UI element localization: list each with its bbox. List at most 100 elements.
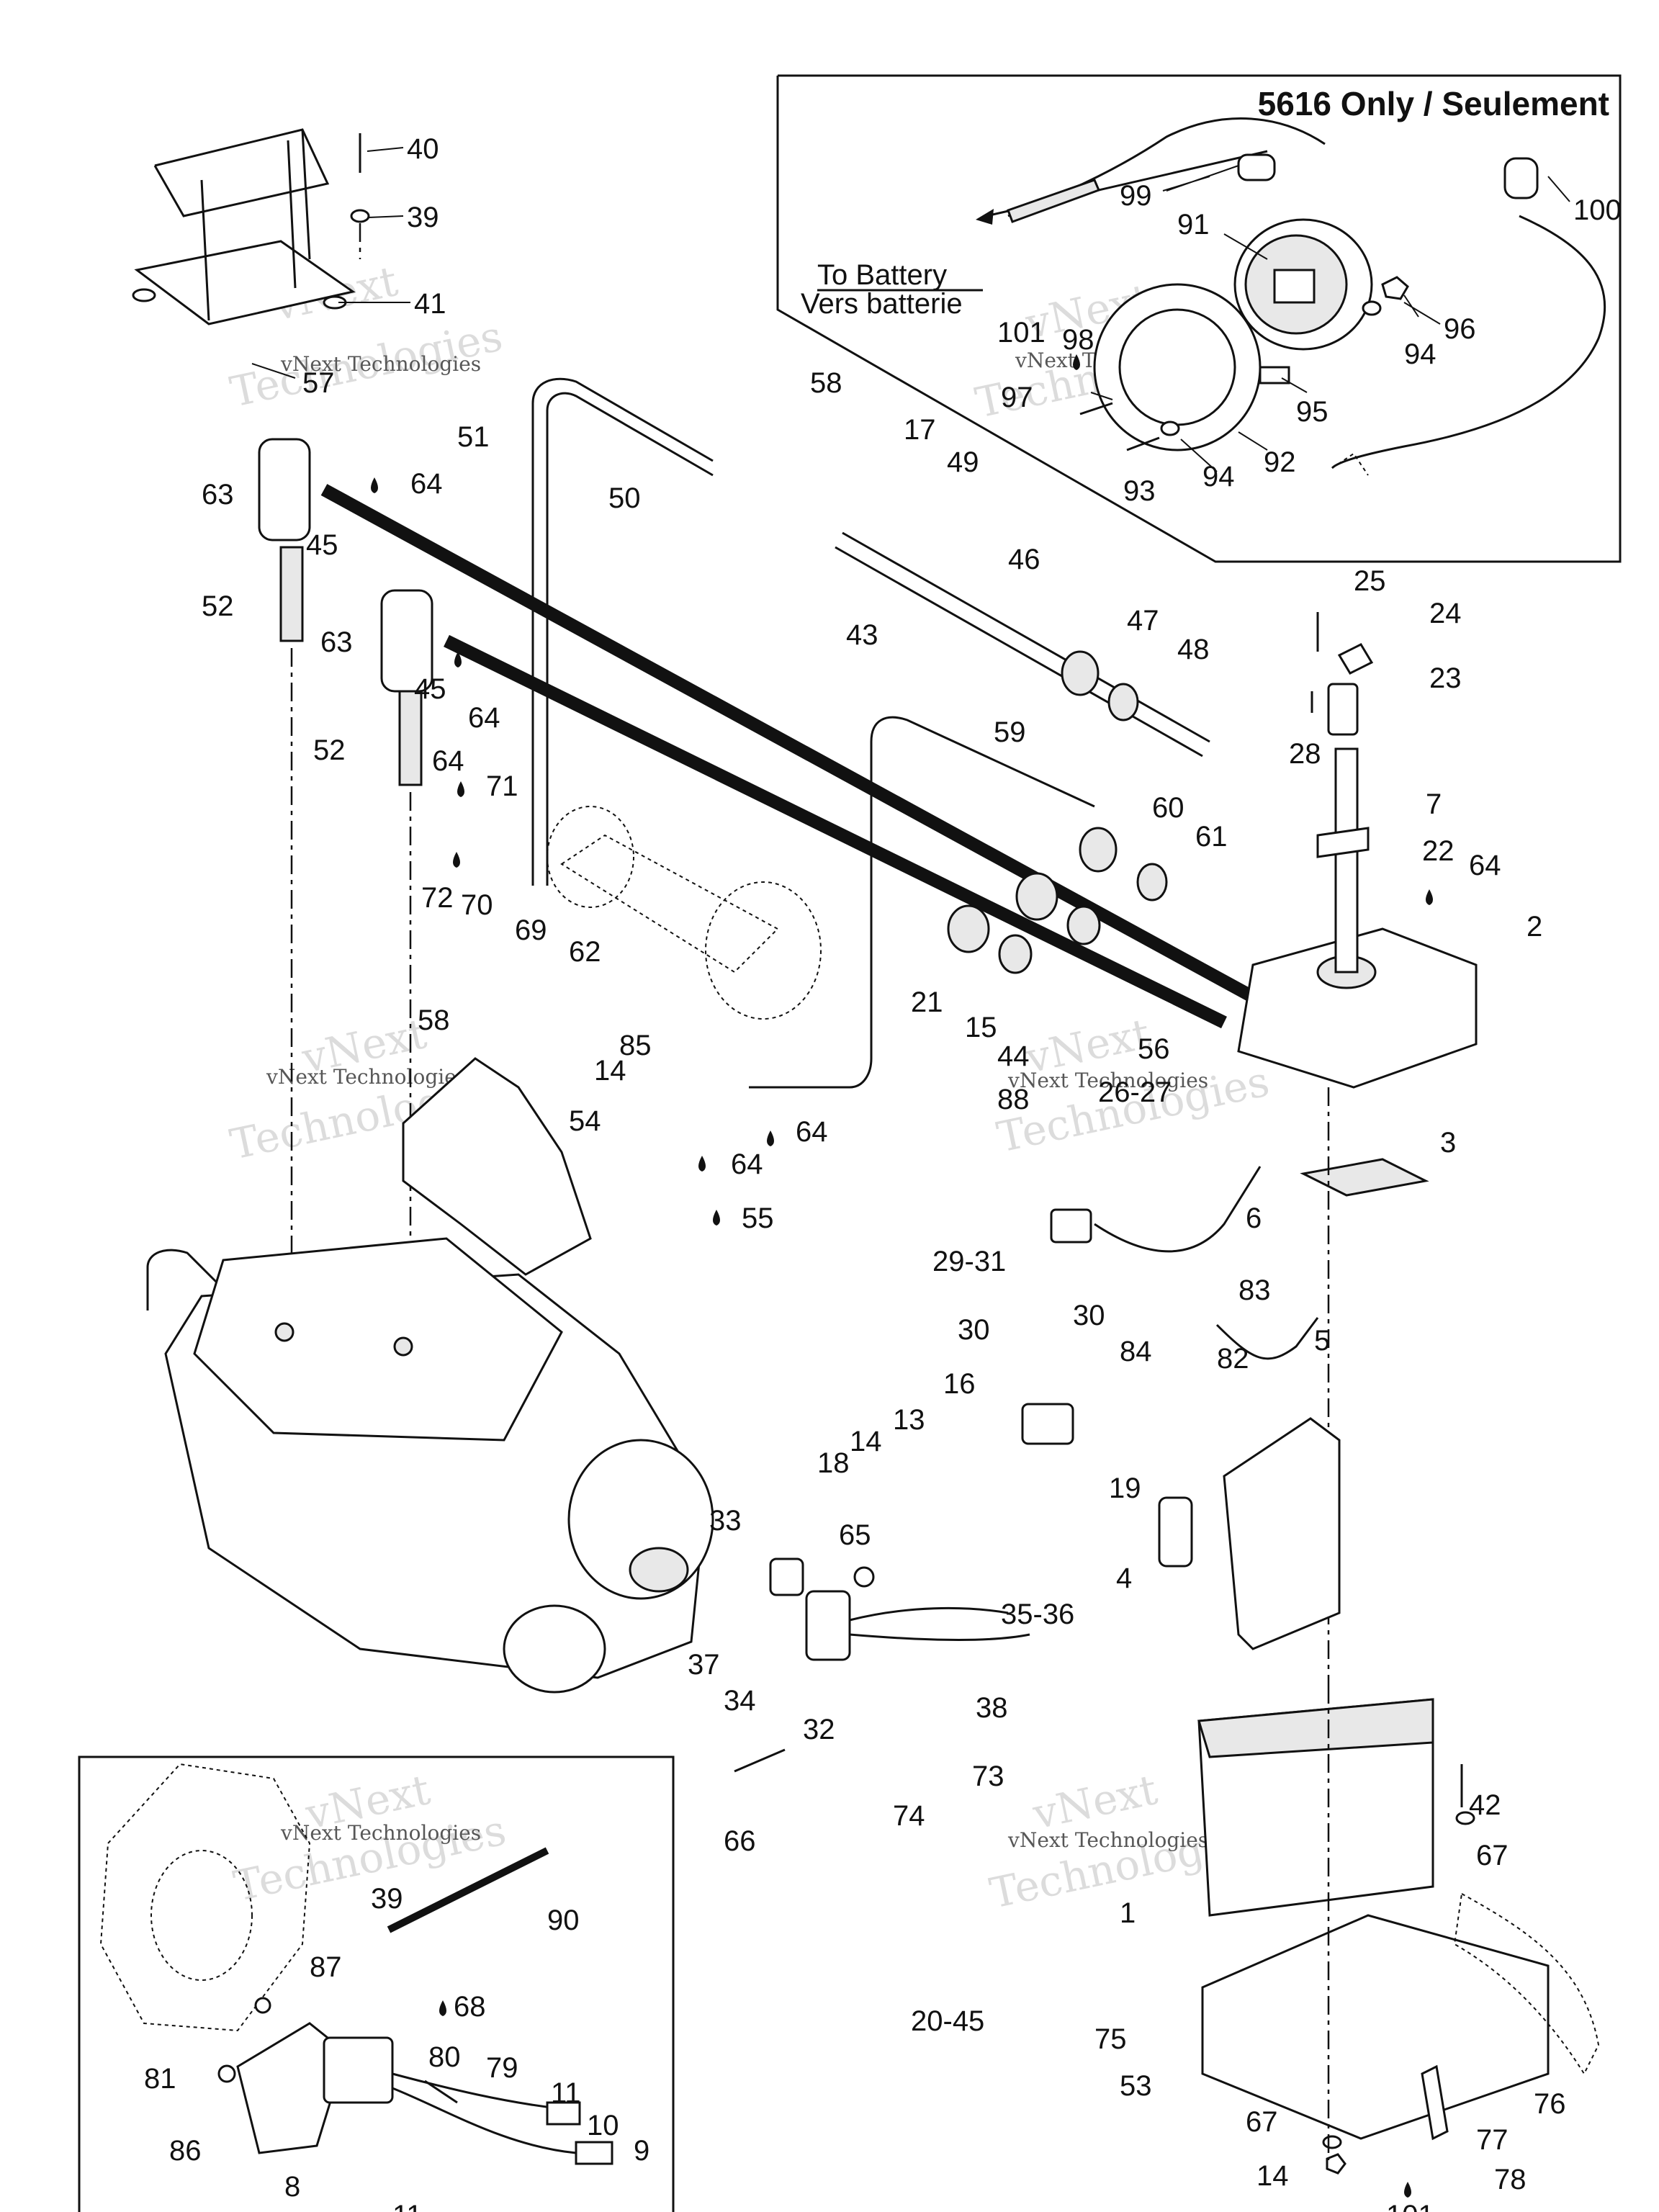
holder-post bbox=[287, 140, 297, 289]
spacer-95 bbox=[1259, 366, 1290, 385]
starter-outline bbox=[560, 834, 779, 974]
callout-101: 101 bbox=[997, 317, 1046, 349]
watermark-text: vNext Technologies bbox=[280, 1821, 481, 1845]
callout-98: 98 bbox=[1062, 324, 1094, 356]
callout-35-36: 35-36 bbox=[1001, 1599, 1074, 1630]
callout-18: 18 bbox=[817, 1447, 850, 1479]
callout-84: 84 bbox=[1120, 1336, 1152, 1367]
callout-64f: 64 bbox=[796, 1116, 828, 1148]
callout-44: 44 bbox=[997, 1040, 1030, 1072]
callout-25: 25 bbox=[1354, 565, 1386, 597]
cap-100 bbox=[1503, 157, 1539, 199]
callout-58a: 58 bbox=[810, 367, 842, 399]
bracket-53 bbox=[1201, 1914, 1550, 2140]
callout-72: 72 bbox=[421, 882, 454, 914]
connector-10 bbox=[546, 2101, 581, 2126]
callout-30b: 30 bbox=[1073, 1300, 1105, 1331]
cover-outline bbox=[99, 1763, 311, 2032]
callout-32: 32 bbox=[803, 1714, 835, 1745]
boot-21 bbox=[947, 904, 990, 953]
callout-11b: 11 bbox=[392, 2200, 423, 2212]
callout-49: 49 bbox=[947, 446, 979, 478]
callout-74: 74 bbox=[893, 1800, 925, 1832]
callout-42: 42 bbox=[1469, 1789, 1501, 1821]
callout-94a: 94 bbox=[1404, 338, 1437, 370]
callout-52a: 52 bbox=[202, 590, 234, 622]
screw-79 bbox=[424, 2080, 458, 2104]
washer-65 bbox=[853, 1566, 875, 1588]
solenoid-91-hub bbox=[1273, 269, 1316, 304]
inset-5616: 5616 Only / Seulement To Battery Vers ba… bbox=[776, 74, 1622, 563]
flywheel-hub bbox=[629, 1547, 689, 1593]
callout-28: 28 bbox=[1289, 738, 1321, 770]
watermark-text: vNext Technologies bbox=[266, 1065, 467, 1089]
ground-strap-90 bbox=[387, 1847, 549, 1933]
callout-57: 57 bbox=[302, 367, 335, 399]
engine bbox=[146, 1057, 714, 1694]
boot-15 bbox=[998, 934, 1033, 974]
screw-97 bbox=[1079, 402, 1113, 415]
callout-54: 54 bbox=[569, 1105, 601, 1137]
callout-51: 51 bbox=[457, 421, 490, 453]
clip-24 bbox=[1337, 643, 1374, 675]
callout-26-27: 26-27 bbox=[1098, 1076, 1172, 1108]
drop-icon bbox=[1404, 2182, 1411, 2198]
watermark-text: vNext Technologies bbox=[1007, 1069, 1208, 1092]
ht-cable-upper bbox=[320, 484, 1264, 1007]
regulator-32 bbox=[805, 1590, 851, 1661]
ignition-coil-4 bbox=[1158, 1496, 1193, 1568]
battery-lid bbox=[1197, 1698, 1434, 1758]
callout-101b: 101 bbox=[1386, 2200, 1434, 2212]
callout-47: 47 bbox=[1127, 605, 1159, 637]
callout-7: 7 bbox=[1426, 788, 1442, 820]
electrical-box-2 bbox=[1237, 612, 1478, 1685]
washer-39 bbox=[350, 209, 370, 223]
callout-46: 46 bbox=[1008, 544, 1040, 575]
callout-8: 8 bbox=[284, 2171, 300, 2203]
inset-title: 5616 Only / Seulement bbox=[1258, 85, 1609, 122]
callout-37: 37 bbox=[688, 1649, 720, 1681]
cylinder-head bbox=[193, 1237, 563, 1442]
pad-6 bbox=[1300, 1158, 1429, 1197]
arrow-to-engine bbox=[146, 1249, 217, 1310]
drop-icon bbox=[371, 477, 378, 493]
callout-100: 100 bbox=[1573, 194, 1622, 226]
callout-67b: 67 bbox=[1246, 2106, 1278, 2138]
callout-76: 76 bbox=[1534, 2088, 1566, 2120]
washer-67b bbox=[1322, 2135, 1342, 2149]
callout-96: 96 bbox=[1444, 313, 1476, 345]
leader-95 bbox=[1281, 377, 1308, 393]
callout-60: 60 bbox=[1152, 792, 1184, 824]
arrow-head bbox=[976, 209, 994, 225]
callout-45a: 45 bbox=[306, 529, 338, 561]
drop-icon bbox=[457, 781, 464, 797]
callout-48: 48 bbox=[1177, 634, 1210, 665]
washer-94 bbox=[1362, 300, 1382, 316]
callout-23: 23 bbox=[1429, 662, 1462, 694]
boot-48 bbox=[1107, 683, 1139, 721]
callout-93: 93 bbox=[1123, 475, 1156, 507]
drop-icon bbox=[1073, 354, 1080, 370]
cable-100 bbox=[1331, 215, 1606, 469]
callout-17: 17 bbox=[904, 414, 936, 446]
regulator-8 bbox=[323, 2036, 394, 2104]
wire-38 bbox=[849, 1633, 1030, 1641]
cable-59 bbox=[749, 716, 1095, 1089]
boot-cable-a bbox=[1015, 872, 1058, 921]
callout-20-45: 20-45 bbox=[911, 2005, 984, 2037]
cable-46 bbox=[842, 531, 1210, 743]
flange-92-inner bbox=[1118, 308, 1236, 426]
spark-cap-63a bbox=[258, 438, 311, 541]
nut-14 bbox=[1326, 2153, 1346, 2175]
callout-95: 95 bbox=[1296, 396, 1328, 428]
cable-51b bbox=[546, 392, 714, 886]
callout-86: 86 bbox=[169, 2135, 202, 2167]
cap-99 bbox=[1237, 153, 1276, 181]
callout-58b: 58 bbox=[418, 1004, 450, 1036]
callout-21: 21 bbox=[911, 986, 943, 1018]
boot-61 bbox=[1136, 863, 1168, 902]
callout-6: 6 bbox=[1246, 1202, 1262, 1234]
callout-88: 88 bbox=[997, 1084, 1030, 1115]
wing-bolt-78 bbox=[1421, 2064, 1449, 2141]
